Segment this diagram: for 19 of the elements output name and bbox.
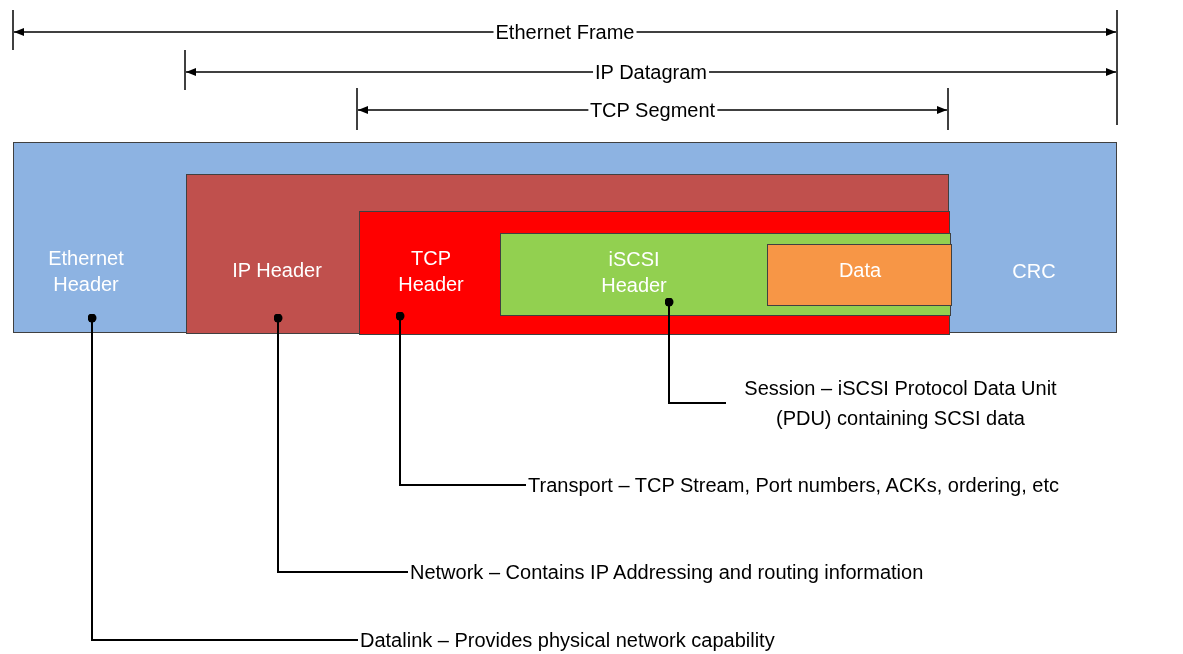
- leader-line: [273, 313, 409, 573]
- annotation-text: Transport – TCP Stream, Port numbers, ACKs, ordering, etc: [528, 470, 1168, 500]
- leader-line: [664, 297, 727, 404]
- field-label: Ethernet Header: [47, 246, 125, 297]
- protocol-layer-box: [186, 174, 949, 334]
- annotation-text: Datalink – Provides physical network capability: [360, 625, 920, 654]
- annotation-text: Session – iSCSI Protocol Data Unit (PDU) containing SCSI data: [728, 373, 1073, 433]
- field-label: Data: [837, 258, 883, 283]
- annotation-text: Network – Contains IP Addressing and routing information: [410, 557, 1070, 587]
- protocol-layer-box: [767, 244, 952, 306]
- field-label: TCP Header: [397, 246, 465, 297]
- protocol-layer-box: [13, 142, 1117, 333]
- protocol-layer-box: [500, 233, 951, 316]
- leader-line: [395, 311, 527, 486]
- protocol-layer-box: [359, 211, 950, 335]
- field-label: iSCSI Header: [600, 247, 668, 298]
- leader-line: [87, 313, 359, 641]
- field-label: IP Header: [231, 258, 323, 283]
- field-label: CRC: [1011, 259, 1057, 284]
